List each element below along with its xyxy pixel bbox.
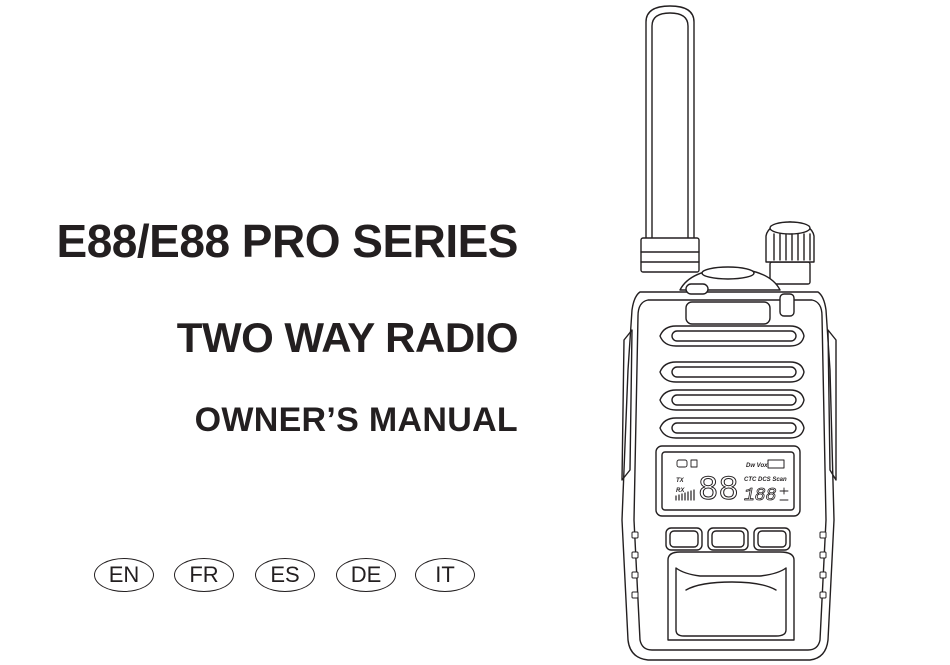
speaker-grille	[659, 325, 805, 439]
language-badge-fr[interactable]: FR	[174, 558, 234, 592]
antenna	[640, 5, 700, 273]
lcd-row1: Dw Vox	[746, 463, 768, 469]
volume-knob	[765, 221, 815, 285]
series-title: E88/E88 PRO SERIES	[56, 215, 519, 267]
lcd-rx-label: RX	[676, 488, 685, 494]
lcd-row2: CTC DCS Scan	[744, 477, 787, 483]
product-type-title: TWO WAY RADIO	[176, 314, 519, 361]
lcd-display: Dw Vox TX RX 88 CTC DCS Scan 188	[655, 445, 801, 517]
lcd-tx-label: TX	[676, 478, 685, 484]
front-buttons	[665, 527, 791, 551]
walkie-talkie-illustration: Dw Vox TX RX 88 CTC DCS Scan 188	[621, 5, 837, 661]
language-badge-it[interactable]: IT	[415, 558, 475, 592]
language-selector: EN FR ES DE IT	[94, 558, 484, 596]
language-badge-en[interactable]: EN	[94, 558, 154, 592]
lcd-sub-digits: 188	[744, 486, 777, 506]
language-badge-es[interactable]: ES	[255, 558, 315, 592]
language-badge-de[interactable]: DE	[336, 558, 396, 592]
lcd-channel-digits: 88	[698, 472, 739, 510]
manual-title: OWNER’S MANUAL	[194, 401, 518, 439]
